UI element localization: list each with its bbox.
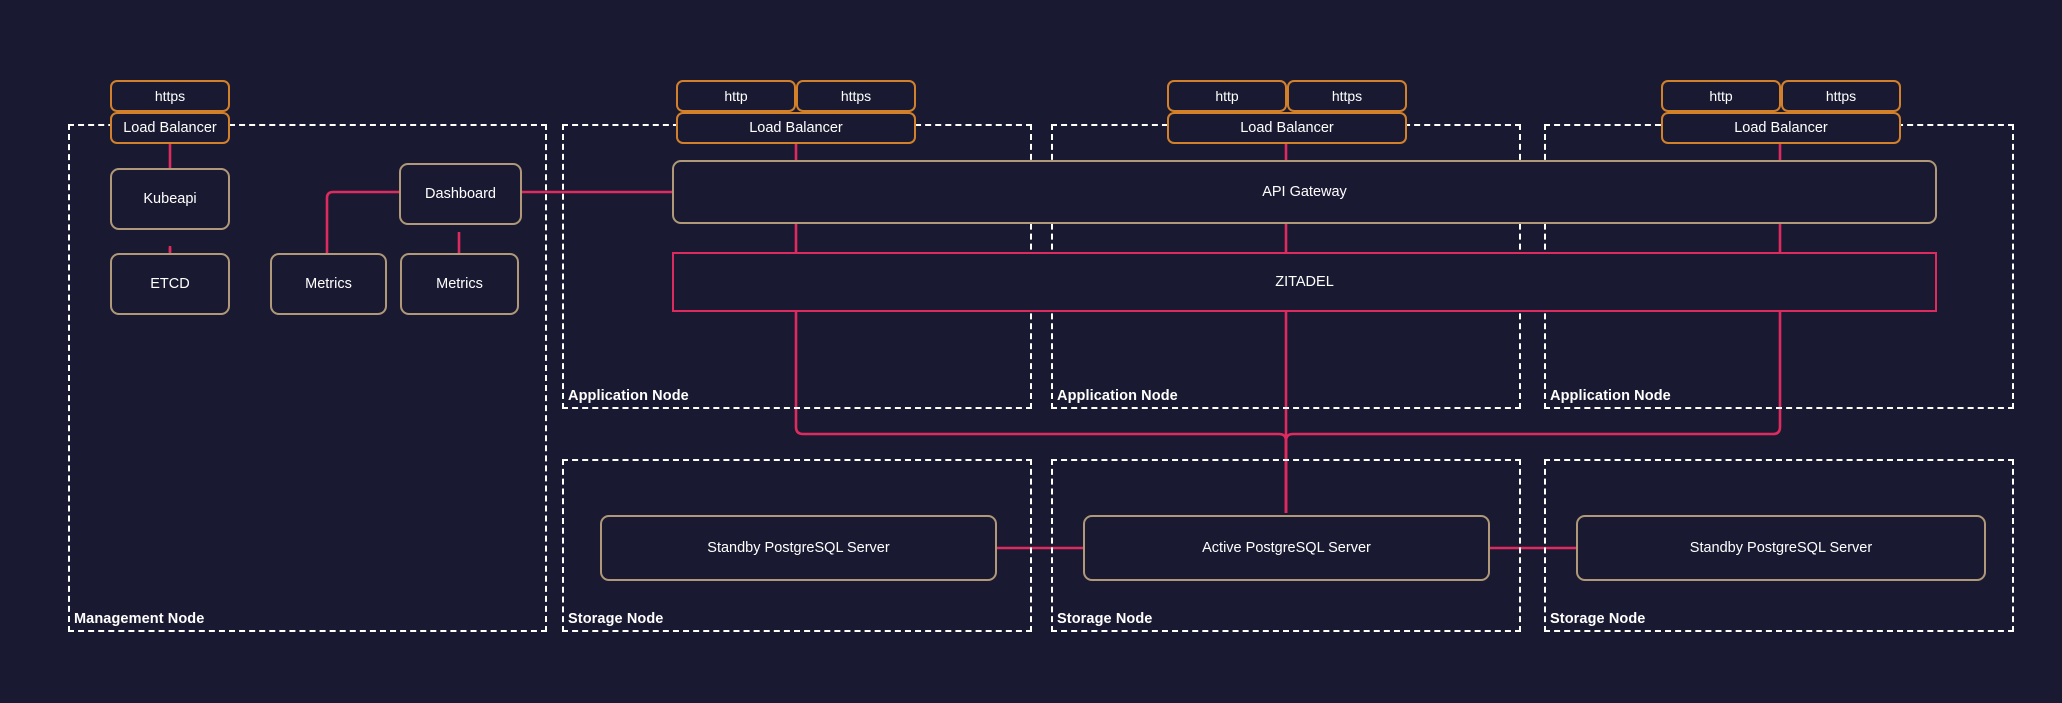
load-balancer-app-1[interactable]: Load Balancer — [676, 112, 916, 144]
component-dashboard[interactable]: Dashboard — [399, 163, 522, 225]
protocol-label: http — [1709, 88, 1733, 104]
component-label: ETCD — [150, 276, 190, 292]
component-etcd[interactable]: ETCD — [110, 253, 230, 315]
component-label: API Gateway — [1262, 184, 1347, 200]
node-group-label-management: Management Node — [74, 611, 205, 627]
component-zitadel[interactable]: ZITADEL — [672, 252, 1937, 312]
component-label: Standby PostgreSQL Server — [707, 540, 890, 556]
node-group-label-storage-1: Storage Node — [568, 611, 664, 627]
component-label: Standby PostgreSQL Server — [1689, 540, 1873, 556]
component-metrics-1[interactable]: Metrics — [270, 253, 387, 315]
node-group-label-application-1: Application Node — [568, 388, 689, 404]
component-label: ZITADEL — [1275, 274, 1334, 290]
node-group-storage-2: Storage Node — [1051, 459, 1521, 632]
component-postgres-standby-1[interactable]: Standby PostgreSQL Server — [600, 515, 997, 581]
protocol-badge-https-management[interactable]: https — [110, 80, 230, 112]
component-postgres-standby-2[interactable]: Standby PostgreSQL Server — [1576, 515, 1986, 581]
protocol-label: http — [1215, 88, 1239, 104]
protocol-label: https — [1331, 88, 1363, 104]
protocol-label: http — [724, 88, 748, 104]
component-kubeapi[interactable]: Kubeapi — [110, 168, 230, 230]
protocol-badge-https-app-2[interactable]: https — [1287, 80, 1407, 112]
node-group-storage-3: Storage Node — [1544, 459, 2014, 632]
protocol-label: https — [154, 88, 186, 104]
load-balancer-label: Load Balancer — [123, 120, 217, 136]
protocol-badge-https-app-3[interactable]: https — [1781, 80, 1901, 112]
protocol-label: https — [1825, 88, 1857, 104]
node-group-label-application-3: Application Node — [1550, 388, 1671, 404]
node-group-storage-1: Storage Node — [562, 459, 1032, 632]
protocol-badge-https-app-1[interactable]: https — [796, 80, 916, 112]
component-label: Kubeapi — [143, 191, 197, 207]
load-balancer-label: Load Balancer — [749, 120, 843, 136]
component-api-gateway[interactable]: API Gateway — [672, 160, 1937, 224]
component-label: Metrics — [436, 276, 483, 292]
protocol-label: https — [840, 88, 872, 104]
load-balancer-label: Load Balancer — [1240, 120, 1334, 136]
load-balancer-app-3[interactable]: Load Balancer — [1661, 112, 1901, 144]
component-metrics-2[interactable]: Metrics — [400, 253, 519, 315]
load-balancer-management[interactable]: Load Balancer — [110, 112, 230, 144]
node-group-label-application-2: Application Node — [1057, 388, 1178, 404]
component-label: Metrics — [305, 276, 352, 292]
component-postgres-active[interactable]: Active PostgreSQL Server — [1083, 515, 1490, 581]
component-label: Active PostgreSQL Server — [1202, 540, 1371, 556]
protocol-badge-http-app-1[interactable]: http — [676, 80, 796, 112]
node-group-management: Management Node — [68, 124, 547, 632]
load-balancer-app-2[interactable]: Load Balancer — [1167, 112, 1407, 144]
load-balancer-label: Load Balancer — [1734, 120, 1828, 136]
node-group-label-storage-3: Storage Node — [1550, 611, 1646, 627]
component-label: Dashboard — [425, 186, 496, 202]
protocol-badge-http-app-3[interactable]: http — [1661, 80, 1781, 112]
protocol-badge-http-app-2[interactable]: http — [1167, 80, 1287, 112]
node-group-label-storage-2: Storage Node — [1057, 611, 1153, 627]
